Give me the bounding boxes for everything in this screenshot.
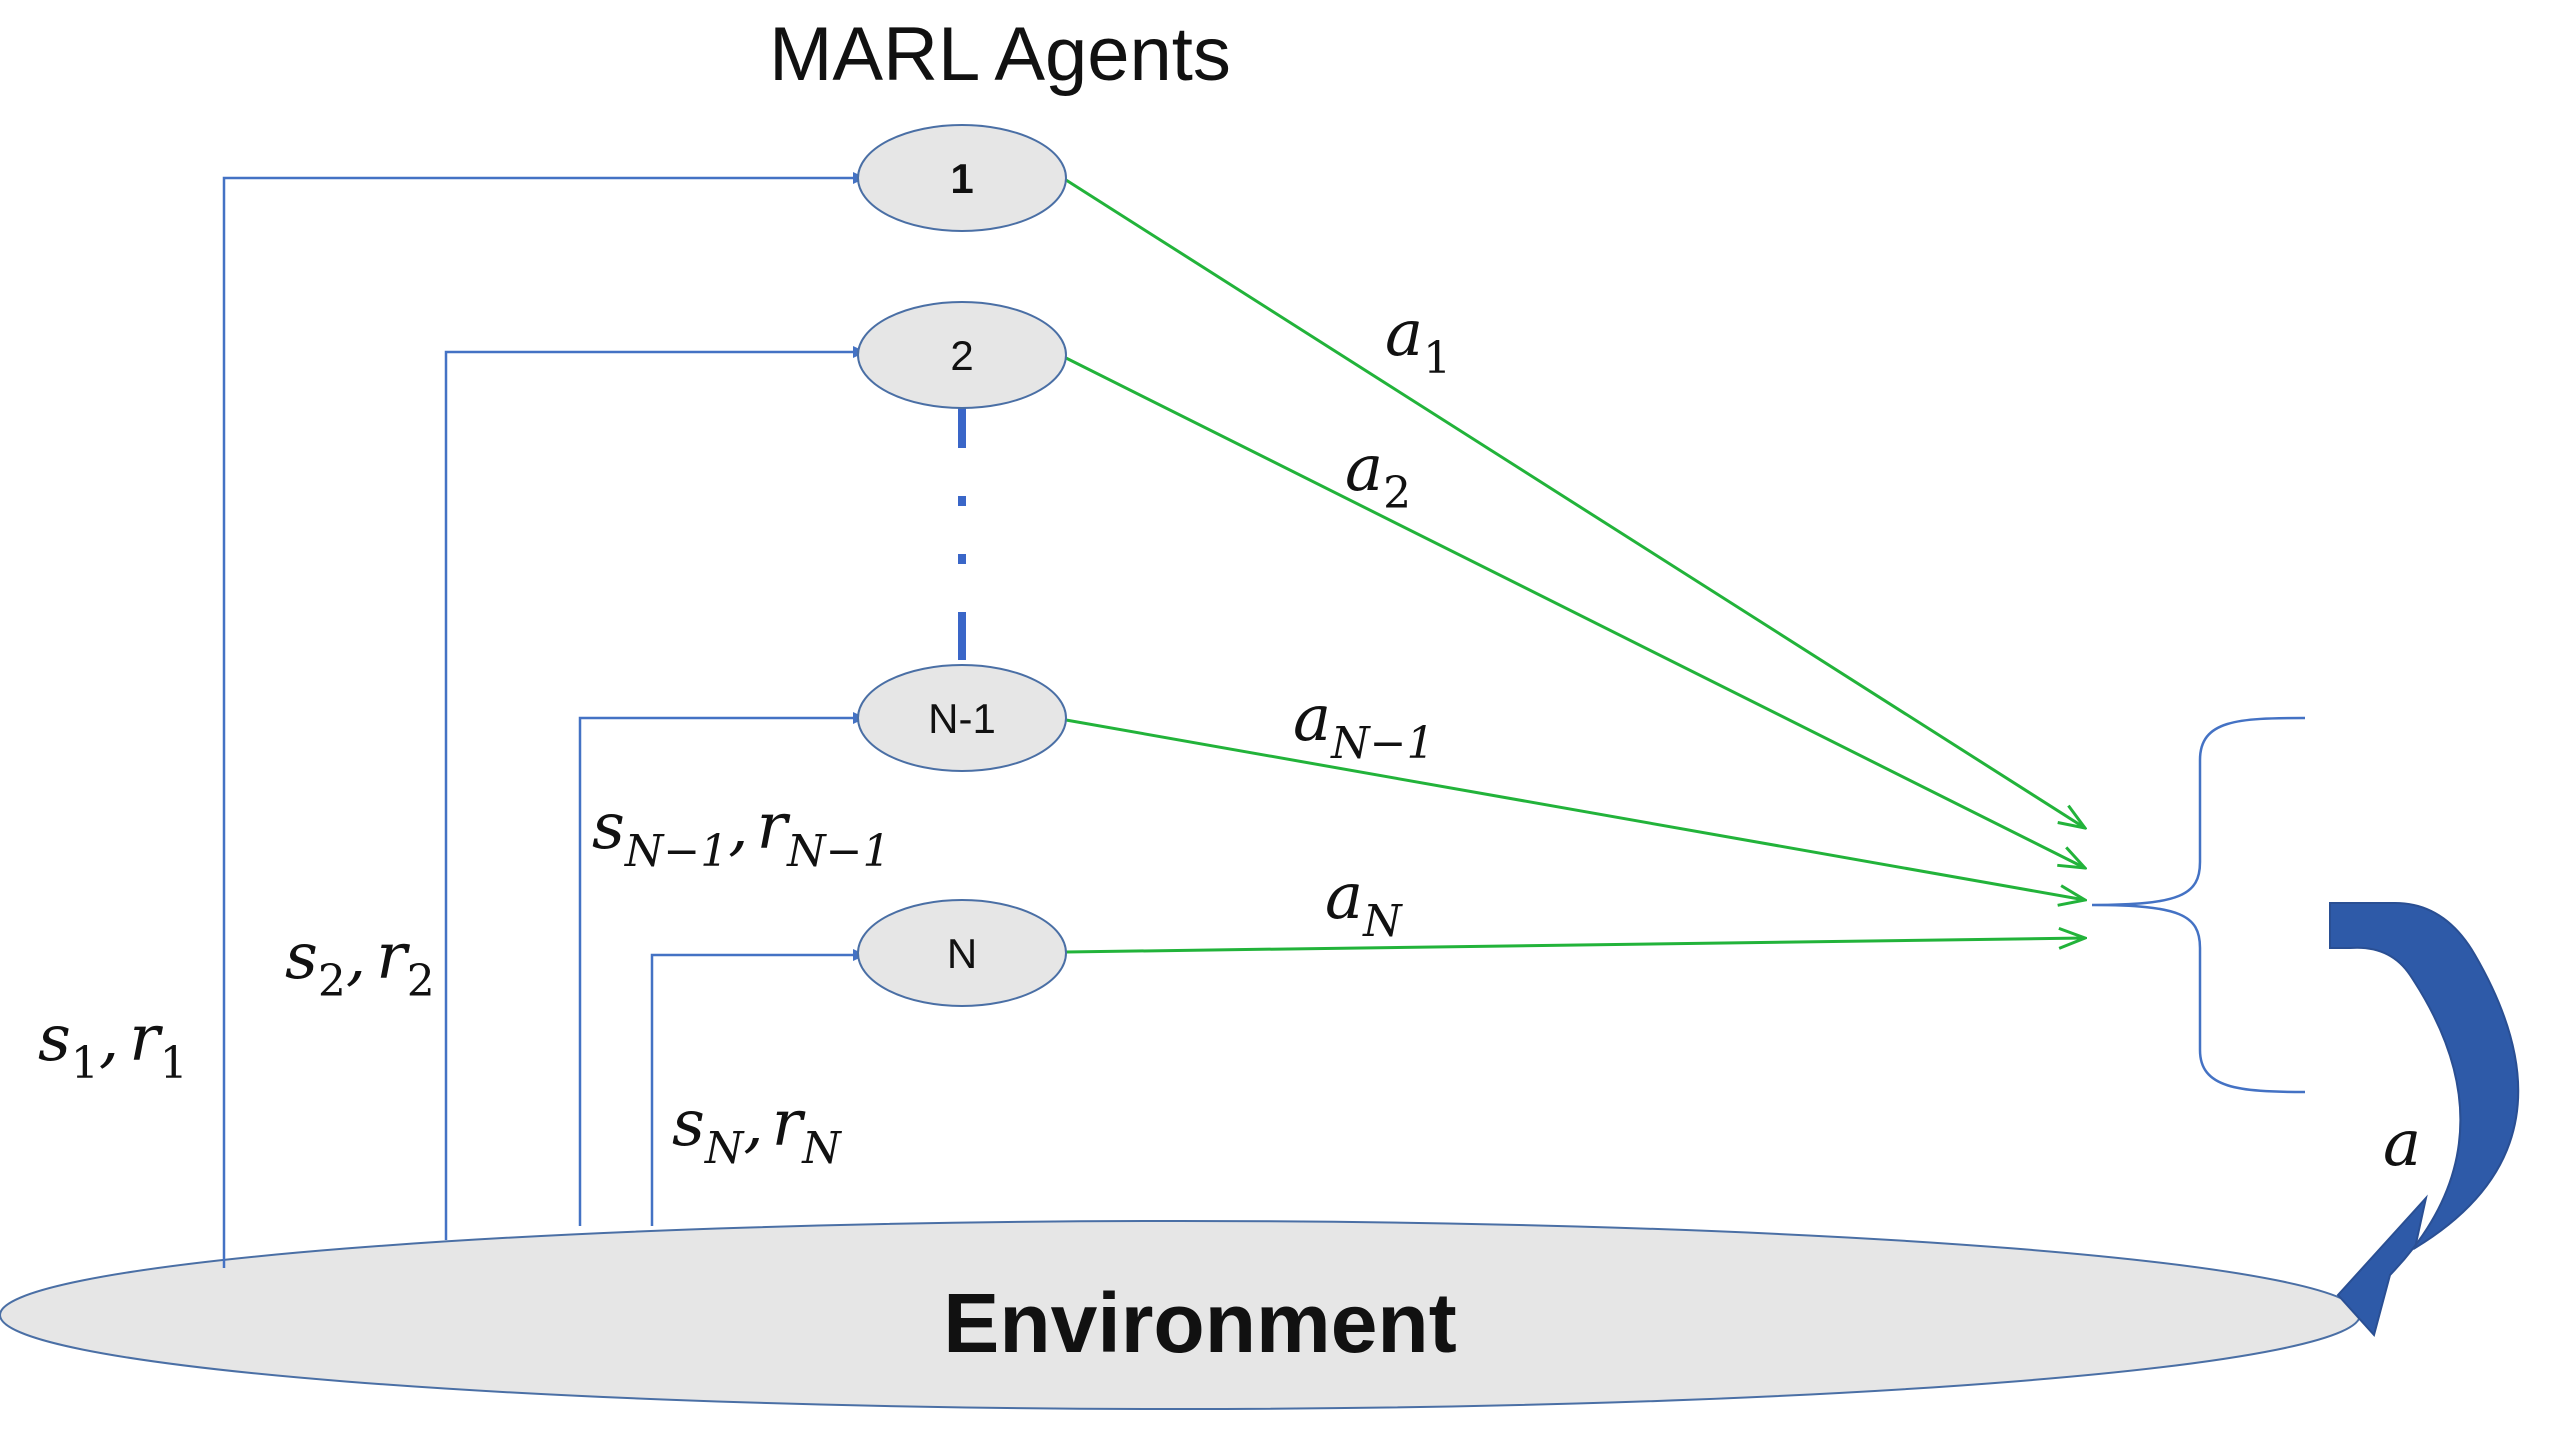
- obs-arrow-n: [650, 949, 866, 1226]
- action-label-n-1: aN−1: [1293, 682, 1435, 769]
- obs-arrow-2: [444, 346, 866, 1240]
- agent-node-n: N: [857, 899, 1067, 1007]
- agent-label-2: 2: [950, 332, 973, 379]
- agent-label-n: N: [947, 930, 977, 977]
- action-arrows: [1065, 178, 2085, 954]
- action-arrow-1: [1065, 178, 2085, 828]
- action-label-n: aN: [1325, 860, 1403, 947]
- obs-arrow-n-1: [578, 712, 866, 1226]
- obs-label-n: sN,rN: [672, 1087, 842, 1174]
- agent-node-2: 2: [857, 301, 1067, 409]
- joint-action-arrow: [2329, 902, 2520, 1338]
- obs-label-1: s1,r1: [38, 1002, 188, 1089]
- obs-arrow-1: [222, 172, 866, 1268]
- obs-label-n-1: sN−1,rN−1: [592, 790, 891, 877]
- obs-label-2: s2,r2: [285, 920, 435, 1007]
- agent-label-n-1: N-1: [928, 695, 996, 742]
- agent-node-n-1: N-1: [857, 664, 1067, 772]
- joint-action-label: a: [2383, 1107, 2421, 1181]
- environment-label: Environment: [943, 1276, 1456, 1370]
- action-label-2: a2: [1345, 432, 1411, 519]
- action-arrow-n: [1065, 938, 2085, 954]
- action-label-1: a1: [1385, 297, 1451, 384]
- observation-arrows: [222, 172, 866, 1268]
- diagram-title: MARL Agents: [769, 12, 1231, 97]
- action-arrow-2: [1065, 356, 2085, 868]
- agent-node-1: 1: [857, 124, 1067, 232]
- agent-label-1: 1: [950, 155, 973, 202]
- joint-action-brace: [2091, 716, 2306, 1094]
- action-arrow-n-1: [1065, 718, 2085, 900]
